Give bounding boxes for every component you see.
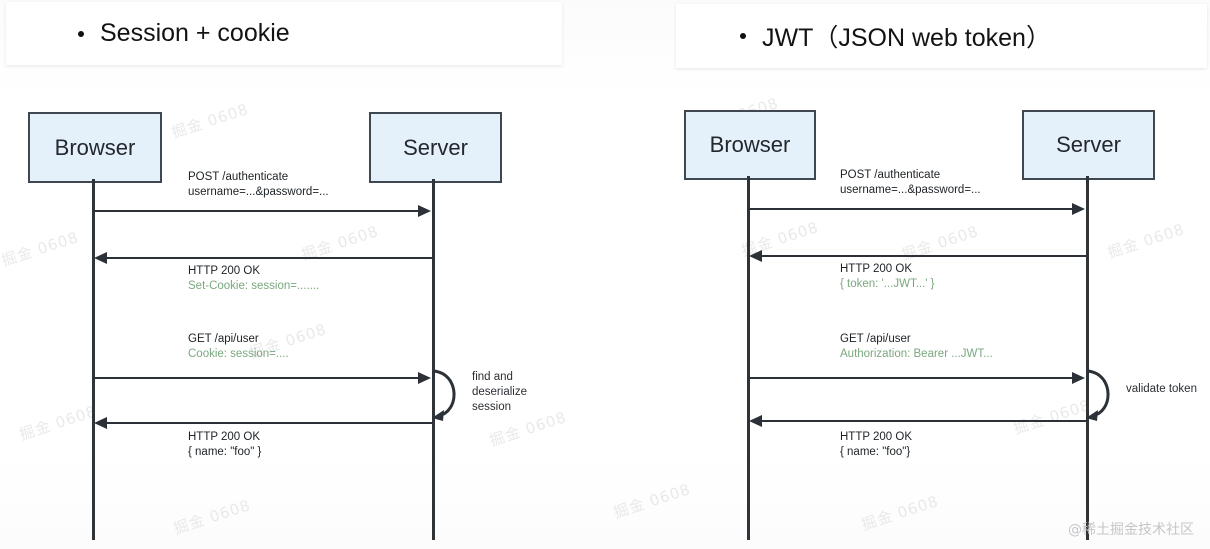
bullet-icon: [740, 33, 746, 39]
panel-title-card-jwt: JWT（JSON web token）: [676, 4, 1207, 68]
self-call-note-right: validate token: [1126, 383, 1197, 395]
message-arrow-left-m3: [93, 377, 420, 379]
arrow-head-left-icon: [94, 252, 107, 264]
message-line: POST /authenticate: [840, 169, 941, 181]
message-line: { name: "foo"}: [840, 446, 911, 458]
message-line: HTTP 200 OK: [840, 263, 913, 275]
message-line-green: { token: '...JWT...' }: [840, 278, 935, 290]
actor-box-browser-right[interactable]: Browser: [684, 110, 816, 180]
panel-title-card-session-cookie: Session + cookie: [6, 2, 562, 65]
message-label-left-m2: HTTP 200 OK Set-Cookie: session=.......: [188, 264, 319, 294]
bullet-icon: [78, 30, 84, 37]
message-line: { name: "foo" }: [188, 446, 262, 458]
message-label-left-m1: POST /authenticate username=...&password…: [188, 170, 329, 200]
message-line: username=...&password=...: [840, 184, 981, 196]
message-line: HTTP 200 OK: [840, 431, 913, 443]
message-line: HTTP 200 OK: [188, 265, 261, 277]
arrow-head-left-icon: [94, 417, 107, 429]
arrow-head-right-icon: [1072, 203, 1085, 215]
message-arrow-right-m1: [748, 208, 1074, 210]
message-line: GET /api/user: [188, 333, 259, 345]
lifeline-browser-right: [747, 176, 750, 540]
actor-box-browser-left[interactable]: Browser: [28, 112, 162, 183]
message-line-green: Cookie: session=....: [188, 348, 289, 360]
self-call-note-left: find and deserialize session: [472, 371, 527, 413]
lifeline-server-left: [432, 179, 435, 540]
message-line-green: Set-Cookie: session=.......: [188, 280, 320, 292]
lifeline-browser-left: [92, 179, 95, 540]
actor-box-server-left[interactable]: Server: [369, 112, 502, 183]
message-label-right-m4: HTTP 200 OK { name: "foo"}: [840, 430, 912, 460]
message-arrow-right-m3: [748, 377, 1074, 379]
lifeline-server-right: [1086, 176, 1089, 540]
arrow-head-left-icon: [749, 415, 762, 427]
message-arrow-right-m2: [761, 255, 1087, 257]
message-label-left-m3: GET /api/user Cookie: session=....: [188, 332, 289, 362]
self-call-loop-left: [432, 369, 456, 421]
message-line: username=...&password=...: [188, 186, 329, 198]
actor-label-server: Server: [1056, 132, 1121, 157]
message-label-right-m1: POST /authenticate username=...&password…: [840, 168, 981, 198]
arrow-head-right-icon: [1072, 372, 1085, 384]
message-line: POST /authenticate: [188, 171, 289, 183]
message-label-right-m3: GET /api/user Authorization: Bearer ...J…: [840, 332, 993, 362]
actor-label-server: Server: [403, 134, 468, 160]
message-line: GET /api/user: [840, 333, 911, 345]
actor-label-browser: Browser: [709, 132, 791, 157]
arrow-head-left-icon: [749, 250, 762, 262]
message-arrow-left-m4: [106, 422, 433, 424]
actor-label-browser: Browser: [54, 134, 136, 160]
actor-box-server-right[interactable]: Server: [1022, 110, 1155, 180]
arrow-head-right-icon: [418, 205, 431, 217]
message-arrow-left-m2: [106, 257, 433, 259]
message-line-green: Authorization: Bearer ...JWT...: [840, 348, 993, 360]
self-call-loop-right: [1086, 369, 1110, 421]
credit-watermark: @稀土掘金技术社区: [1068, 522, 1194, 538]
panel-title-jwt: JWT（JSON web token）: [762, 24, 1051, 52]
message-label-left-m4: HTTP 200 OK { name: "foo" }: [188, 430, 261, 460]
panel-title-session-cookie: Session + cookie: [100, 19, 290, 47]
message-arrow-left-m1: [93, 210, 420, 212]
message-label-right-m2: HTTP 200 OK { token: '...JWT...' }: [840, 262, 935, 292]
message-arrow-right-m4: [761, 420, 1087, 422]
message-line: HTTP 200 OK: [188, 431, 261, 443]
arrow-head-right-icon: [418, 372, 431, 384]
